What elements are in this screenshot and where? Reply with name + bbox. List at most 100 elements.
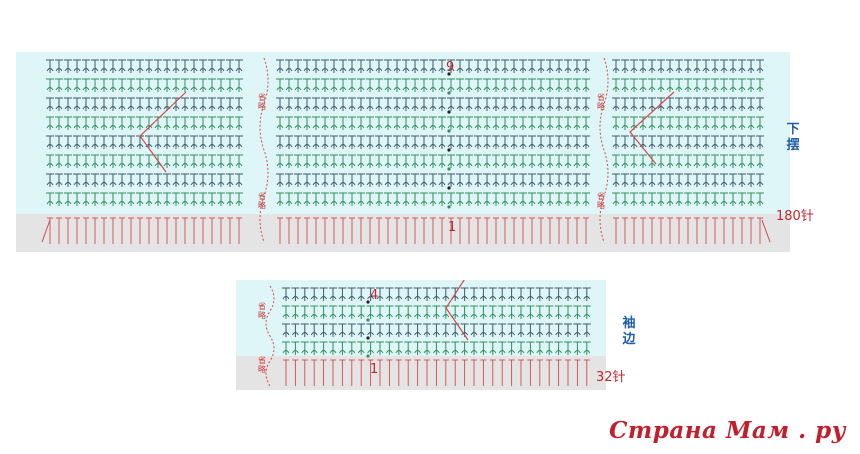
stitch-symbol xyxy=(300,305,309,319)
hem-omit-right-top: 省略 xyxy=(596,93,606,111)
row-marker-dot xyxy=(366,300,370,304)
stitch-loop xyxy=(357,163,365,167)
stitch-symbol xyxy=(338,305,347,319)
stitch-symbol xyxy=(181,116,189,130)
stitch-symbol xyxy=(330,173,338,187)
stitch-loop xyxy=(190,163,198,167)
stitch-symbol xyxy=(456,135,464,149)
stitch-symbol xyxy=(693,97,701,111)
stitch-loop xyxy=(583,314,591,318)
stitch-loop xyxy=(474,144,482,148)
stitch-symbol xyxy=(190,135,198,149)
stitch-loop xyxy=(612,201,620,205)
stitch-symbol xyxy=(456,59,464,73)
stitch-loop xyxy=(420,144,428,148)
foundation-stitch xyxy=(433,359,440,386)
stitch-loop xyxy=(375,182,383,186)
stitch-symbol xyxy=(666,116,674,130)
stitch-symbol xyxy=(474,173,482,187)
stitch-loop xyxy=(684,106,692,110)
stitch-loop xyxy=(136,144,144,148)
stitch-loop xyxy=(339,106,347,110)
stitch-loop xyxy=(46,201,54,205)
stitch-symbol xyxy=(163,78,171,92)
stitch-symbol xyxy=(657,173,665,187)
stitch-loop xyxy=(357,182,365,186)
stitch-loop xyxy=(330,125,338,129)
stitch-loop xyxy=(420,87,428,91)
stitch-loop xyxy=(321,201,329,205)
foundation-stitch xyxy=(518,359,524,386)
stitch-symbol xyxy=(573,287,582,301)
stitch-loop xyxy=(480,350,487,354)
stitch-symbol xyxy=(729,154,737,168)
stitch-symbol xyxy=(136,97,144,111)
foundation-stitch xyxy=(574,217,580,244)
stitch-loop xyxy=(312,144,320,148)
stitch-loop xyxy=(375,87,383,91)
stitch-symbol xyxy=(217,116,225,130)
stitch-loop xyxy=(82,163,90,167)
stitch-loop xyxy=(756,144,764,148)
stitch-loop xyxy=(648,163,656,167)
stitch-symbol xyxy=(747,97,755,111)
stitch-symbol xyxy=(507,341,516,355)
stitch-symbol xyxy=(432,341,441,355)
stitch-loop xyxy=(447,201,455,205)
stitch-symbol xyxy=(510,154,518,168)
stitch-symbol xyxy=(537,154,545,168)
stitch-loop xyxy=(282,332,290,336)
stitch-symbol xyxy=(109,173,117,187)
foundation-stitch xyxy=(475,217,481,244)
stitch-symbol xyxy=(460,341,469,355)
stitch-symbol xyxy=(385,341,394,355)
stitch-symbol xyxy=(375,135,383,149)
stitch-loop xyxy=(276,182,284,186)
stitch-loop xyxy=(555,182,563,186)
stitch-symbol xyxy=(330,135,338,149)
stitch-symbol xyxy=(394,323,403,337)
stitch-symbol xyxy=(657,135,665,149)
stitch-loop xyxy=(376,314,384,318)
stitch-symbol xyxy=(109,154,117,168)
stitch-symbol xyxy=(154,173,162,187)
stitch-loop xyxy=(217,163,225,167)
stitch-symbol xyxy=(330,116,338,130)
stitch-loop xyxy=(711,87,719,91)
stitch-symbol xyxy=(393,97,401,111)
stitch-symbol xyxy=(684,59,692,73)
stitch-loop xyxy=(118,144,126,148)
stitch-symbol xyxy=(181,97,189,111)
stitch-symbol xyxy=(366,341,375,355)
stitch-loop xyxy=(546,106,554,110)
stitch-loop xyxy=(226,125,234,129)
stitch-loop xyxy=(536,296,544,300)
stitch-loop xyxy=(285,68,293,72)
stitch-symbol xyxy=(109,135,117,149)
foundation-stitch xyxy=(128,217,134,244)
stitch-loop xyxy=(564,314,572,318)
stitch-loop xyxy=(100,87,108,91)
hem-omit-left-top: 省略 xyxy=(257,93,267,111)
stitch-symbol xyxy=(348,116,356,130)
stitch-symbol xyxy=(217,192,225,206)
foundation-stitch xyxy=(394,217,400,244)
stitch-symbol xyxy=(208,154,216,168)
stitch-loop xyxy=(226,68,234,72)
stitch-loop xyxy=(498,350,506,354)
stitch-symbol xyxy=(729,78,737,92)
stitch-loop xyxy=(393,68,401,72)
stitch-symbol xyxy=(483,192,491,206)
foundation-stitch xyxy=(377,359,383,386)
stitch-symbol xyxy=(136,116,144,130)
stitch-loop xyxy=(109,201,117,205)
foundation-stitch xyxy=(547,217,553,244)
stitch-loop xyxy=(330,182,338,186)
stitch-symbol xyxy=(100,78,108,92)
stitch-loop xyxy=(303,87,311,91)
sleeve-chart-panel: 省略 省略 4 1 xyxy=(236,280,606,390)
stitch-symbol xyxy=(720,192,728,206)
stitch-loop xyxy=(498,296,506,300)
stitch-symbol xyxy=(226,116,234,130)
stitch-symbol xyxy=(145,59,153,73)
